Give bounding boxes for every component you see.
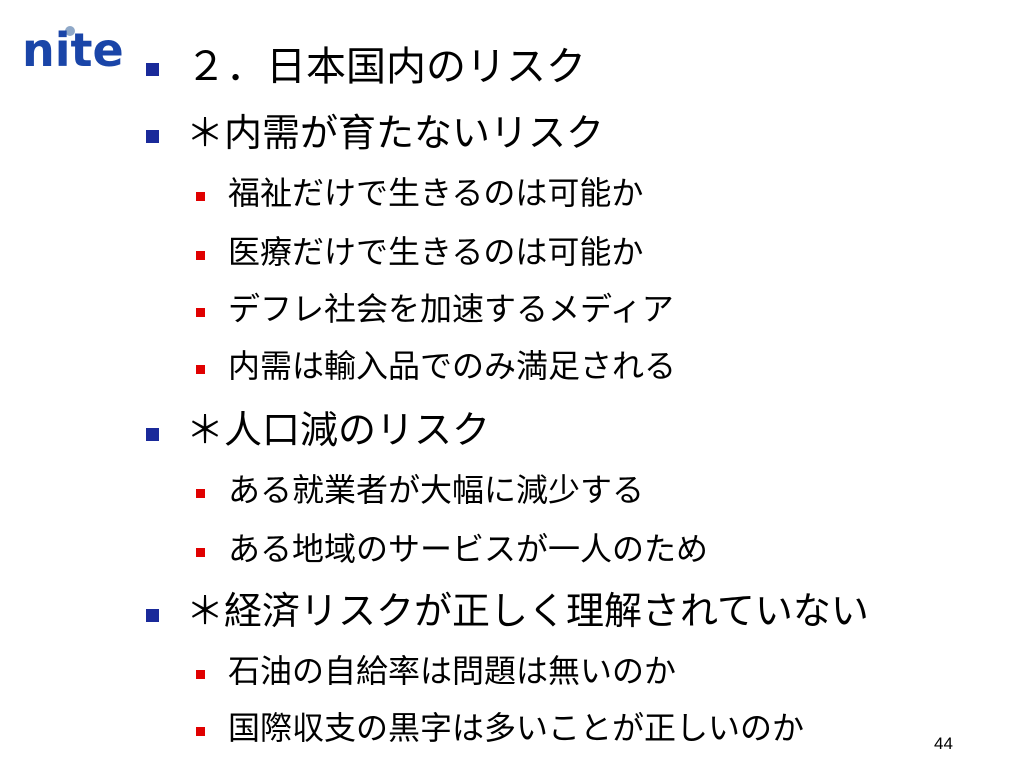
slide-title: ２．日本国内のリスク xyxy=(186,44,586,90)
item-bullet xyxy=(196,727,205,736)
item-bullet xyxy=(196,308,205,317)
logo-text: nite xyxy=(22,23,124,74)
section-bullet xyxy=(146,130,159,143)
list-item: 医療だけで生きるのは可能か xyxy=(228,233,644,271)
list-item: 内需は輸入品でのみ満足される xyxy=(228,347,677,385)
list-item: 福祉だけで生きるのは可能か xyxy=(228,174,644,212)
title-bullet xyxy=(146,63,159,76)
section-heading: ＊内需が育たないリスク xyxy=(186,111,605,155)
list-item: デフレ社会を加速するメディア xyxy=(228,290,674,328)
page-number: 44 xyxy=(934,734,953,753)
item-bullet xyxy=(196,192,205,201)
section-heading: ＊経済リスクが正しく理解されていない xyxy=(186,589,869,633)
logo-dot xyxy=(65,26,75,36)
item-bullet xyxy=(196,548,205,557)
item-bullet xyxy=(196,489,205,498)
section-bullet xyxy=(146,609,159,622)
list-item: ある就業者が大幅に減少する xyxy=(228,471,645,509)
list-item: ある地域のサービスが一人のため xyxy=(228,530,709,568)
item-bullet xyxy=(196,251,205,260)
section-heading: ＊人口減のリスク xyxy=(186,408,491,452)
item-bullet xyxy=(196,365,205,374)
nite-logo: nite xyxy=(22,23,124,74)
item-bullet xyxy=(196,670,205,679)
section-bullet xyxy=(146,428,159,441)
list-item: 国際収支の黒字は多いことが正しいのか xyxy=(228,709,805,747)
list-item: 石油の自給率は問題は無いのか xyxy=(228,652,677,690)
